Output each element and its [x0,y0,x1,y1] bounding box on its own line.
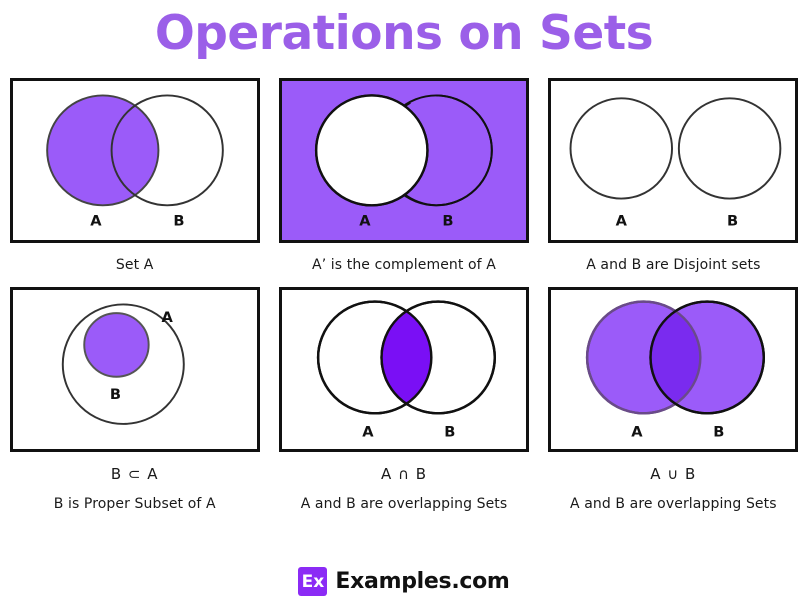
panel-cell-disjoint-sets: A B A and B are Disjoint sets [539,78,808,273]
circle-b-outline [678,97,782,200]
examples-logo-text: Examples.com [335,569,510,594]
intersection-lens [381,301,432,414]
label-a: A [359,214,371,230]
circle-b-stroke [649,300,766,415]
caption-intersection: A and B are overlapping Sets [300,496,508,512]
symbol-union: A ∪ B [650,465,697,483]
union-intersection-lens [650,301,701,414]
symbol-intersection: A ∩ B [380,465,428,483]
panel-cell-union: A B A ∪ B A and B are overlapping Sets [539,287,808,512]
venn-diagram-intersection: A B [278,287,529,452]
venn-diagram-disjoint-sets: A B [548,78,799,243]
examples-logo-icon: Ex [298,567,328,596]
label-a: A [90,214,102,230]
caption-union: A and B are overlapping Sets [570,496,777,512]
circle-b-fill [82,312,150,378]
label-b: B [714,425,725,441]
caption-proper-subset: B is Proper Subset of A [53,496,216,512]
panel-cell-set-a: A B Set A [0,78,269,273]
label-b: B [110,387,121,403]
circle-a-outline-top [314,94,429,207]
footer-branding: Ex Examples.com [0,567,808,596]
circle-a-fill [45,94,160,207]
label-a: A [362,425,374,441]
circle-a-outline [569,97,674,200]
caption-complement-a: A’ is the complement of A [312,257,496,273]
label-b: B [727,214,738,230]
circle-b-outline [110,94,224,207]
label-b: B [173,214,184,230]
circle-a-stroke [316,300,433,415]
label-a: A [616,214,628,230]
venn-diagram-proper-subset: A B [9,287,260,452]
page-title: Operations on Sets [154,6,654,61]
venn-diagram-set-a: A B [9,78,260,243]
caption-set-a: Set A [115,257,154,273]
venn-diagram-complement-a: A B [278,78,529,243]
label-a: A [161,310,173,326]
label-a: A [632,425,644,441]
panel-cell-proper-subset: A B B ⊂ A B is Proper Subset of A [0,287,269,512]
label-b: B [444,425,455,441]
symbol-proper-subset: B ⊂ A [110,465,159,483]
circle-a-white-top [317,96,427,205]
circle-a-stroke [586,300,702,415]
caption-disjoint-sets: A and B are Disjoint sets [586,257,761,273]
circle-a-outline [61,303,185,425]
label-b: B [442,214,453,230]
panel-cell-complement-a: A B A’ is the complement of A [269,78,538,273]
circle-b-stroke [380,300,496,415]
diagram-grid: A B Set A A B A’ is the complement of A [0,78,808,512]
panel-cell-intersection: A B A ∩ B A and B are overlapping Sets [269,287,538,512]
venn-diagram-union: A B [548,287,799,452]
